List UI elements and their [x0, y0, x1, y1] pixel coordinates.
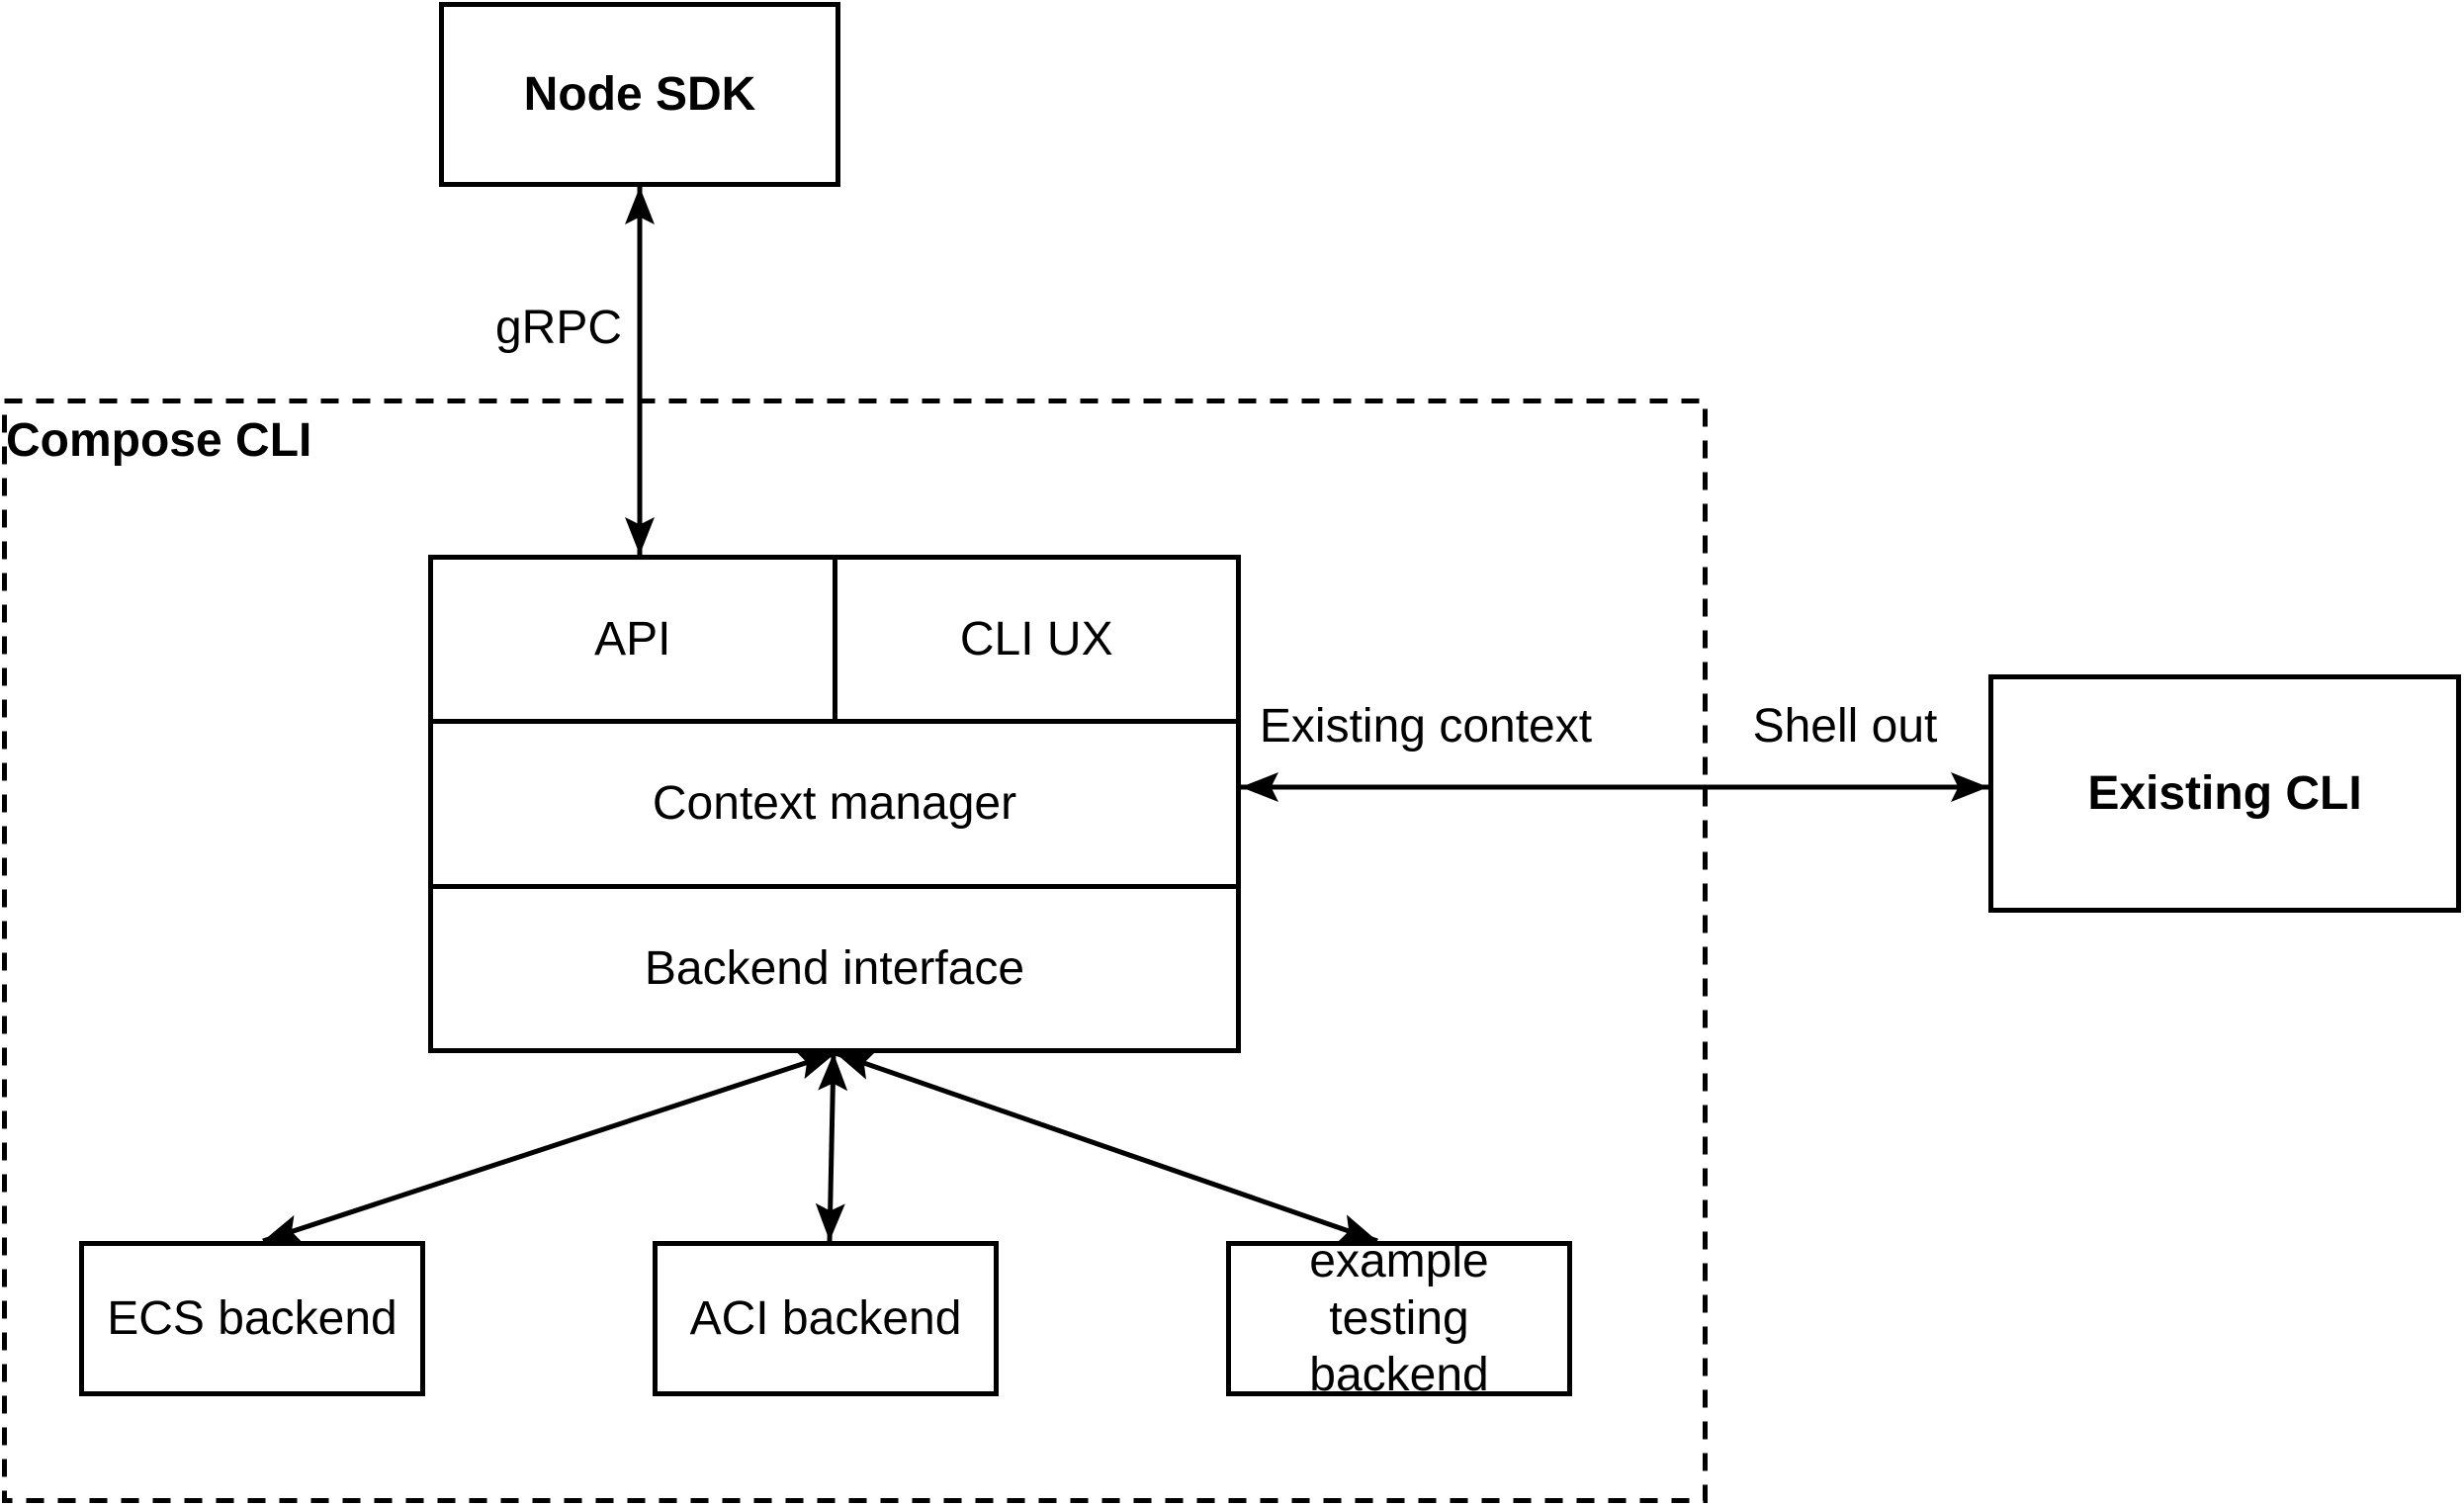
api-label: API [594, 613, 671, 666]
context-manager-cell: Context manager [433, 719, 1236, 883]
compose-cli-container-border [2, 399, 1708, 1503]
aci-backend-label: ACI backend [689, 1291, 962, 1345]
existing-cli-box: Existing CLI [1988, 674, 2461, 913]
cli-ux-cell: CLI UX [837, 560, 1237, 719]
context-manager-label: Context manager [652, 777, 1017, 831]
backend-interface-label: Backend interface [644, 941, 1025, 995]
cli-ux-label: CLI UX [959, 613, 1113, 666]
grpc-edge-label: gRPC [494, 302, 623, 354]
compose-cli-core-box: API CLI UX Context manager Backend inter… [428, 555, 1241, 1053]
existing-cli-label: Existing CLI [2087, 766, 2362, 820]
compose-cli-label: Compose CLI [6, 414, 312, 467]
aci-backend-connector [815, 1052, 848, 1242]
example-testing-backend-box: example testing backend [1226, 1235, 1572, 1401]
example-testing-backend-label: example testing backend [1309, 1235, 1489, 1402]
example-backend-connector [835, 1050, 1378, 1244]
aci-backend-box: ACI backend [653, 1241, 999, 1396]
ecs-backend-box: ECS backend [79, 1241, 425, 1396]
ecs-backend-label: ECS backend [107, 1291, 397, 1345]
node-sdk-box: Node SDK [439, 2, 840, 187]
ecs-backend-connector [262, 1050, 836, 1244]
node-sdk-label: Node SDK [523, 67, 756, 121]
api-cell: API [433, 560, 837, 720]
backend-interface-cell: Backend interface [433, 883, 1236, 1048]
shell-out-edge-label: Shell out [1752, 700, 1938, 753]
existing-context-edge-label: Existing context [1259, 700, 1593, 753]
api-cliux-row: API CLI UX [433, 560, 1237, 720]
